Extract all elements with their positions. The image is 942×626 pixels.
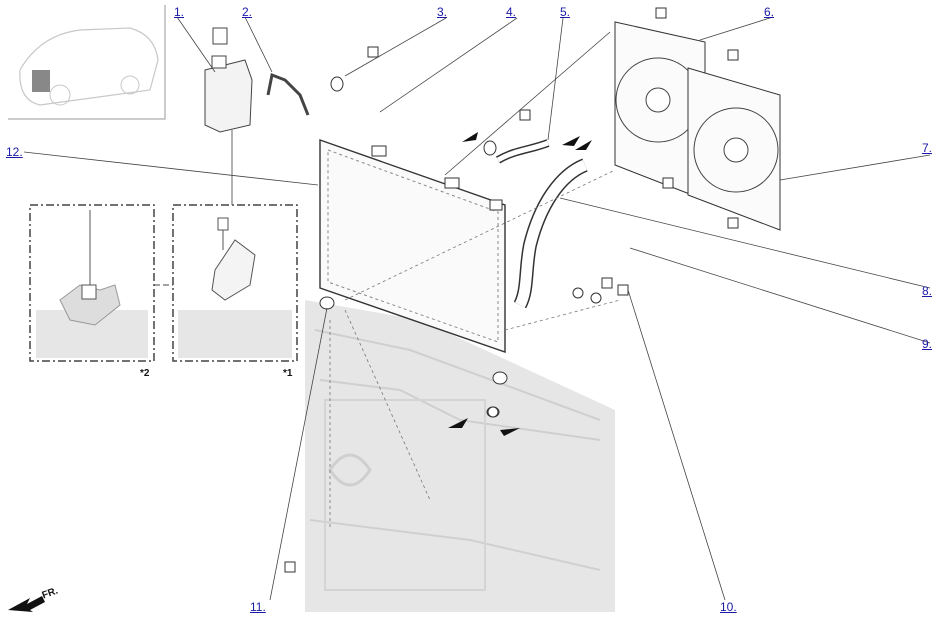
detail-box-2 (29, 204, 155, 362)
vehicle-front-shaded (305, 300, 615, 612)
leader-lines (23, 16, 931, 601)
reservoir-tank (204, 27, 253, 205)
callout-2[interactable]: 2. (242, 5, 253, 19)
flow-arrows (448, 132, 592, 436)
callout-4[interactable]: 4. (506, 5, 517, 19)
note-2: *2 (140, 368, 150, 379)
callout-1[interactable]: 1. (174, 5, 185, 19)
radiator (319, 139, 508, 418)
note-1: *1 (283, 368, 293, 379)
callout-8[interactable]: 8. (922, 284, 933, 298)
callout-6[interactable]: 6. (764, 5, 775, 19)
callout-7[interactable]: 7. (922, 141, 933, 155)
fan-shroud-left (614, 21, 706, 201)
fasteners (284, 7, 739, 573)
fan-shroud-right (687, 67, 781, 231)
dashed-guides (329, 169, 621, 530)
front-direction-arrow (8, 596, 45, 612)
callout-10[interactable]: 10. (720, 600, 737, 614)
callout-9[interactable]: 9. (922, 337, 933, 351)
callout-11[interactable]: 11. (250, 600, 266, 614)
vehicle-location-inset (8, 5, 166, 120)
detail-box-1 (154, 204, 298, 362)
callout-5[interactable]: 5. (560, 5, 571, 19)
callout-12[interactable]: 12. (6, 145, 23, 159)
callout-3[interactable]: 3. (437, 5, 448, 19)
overflow-hose (266, 72, 310, 116)
